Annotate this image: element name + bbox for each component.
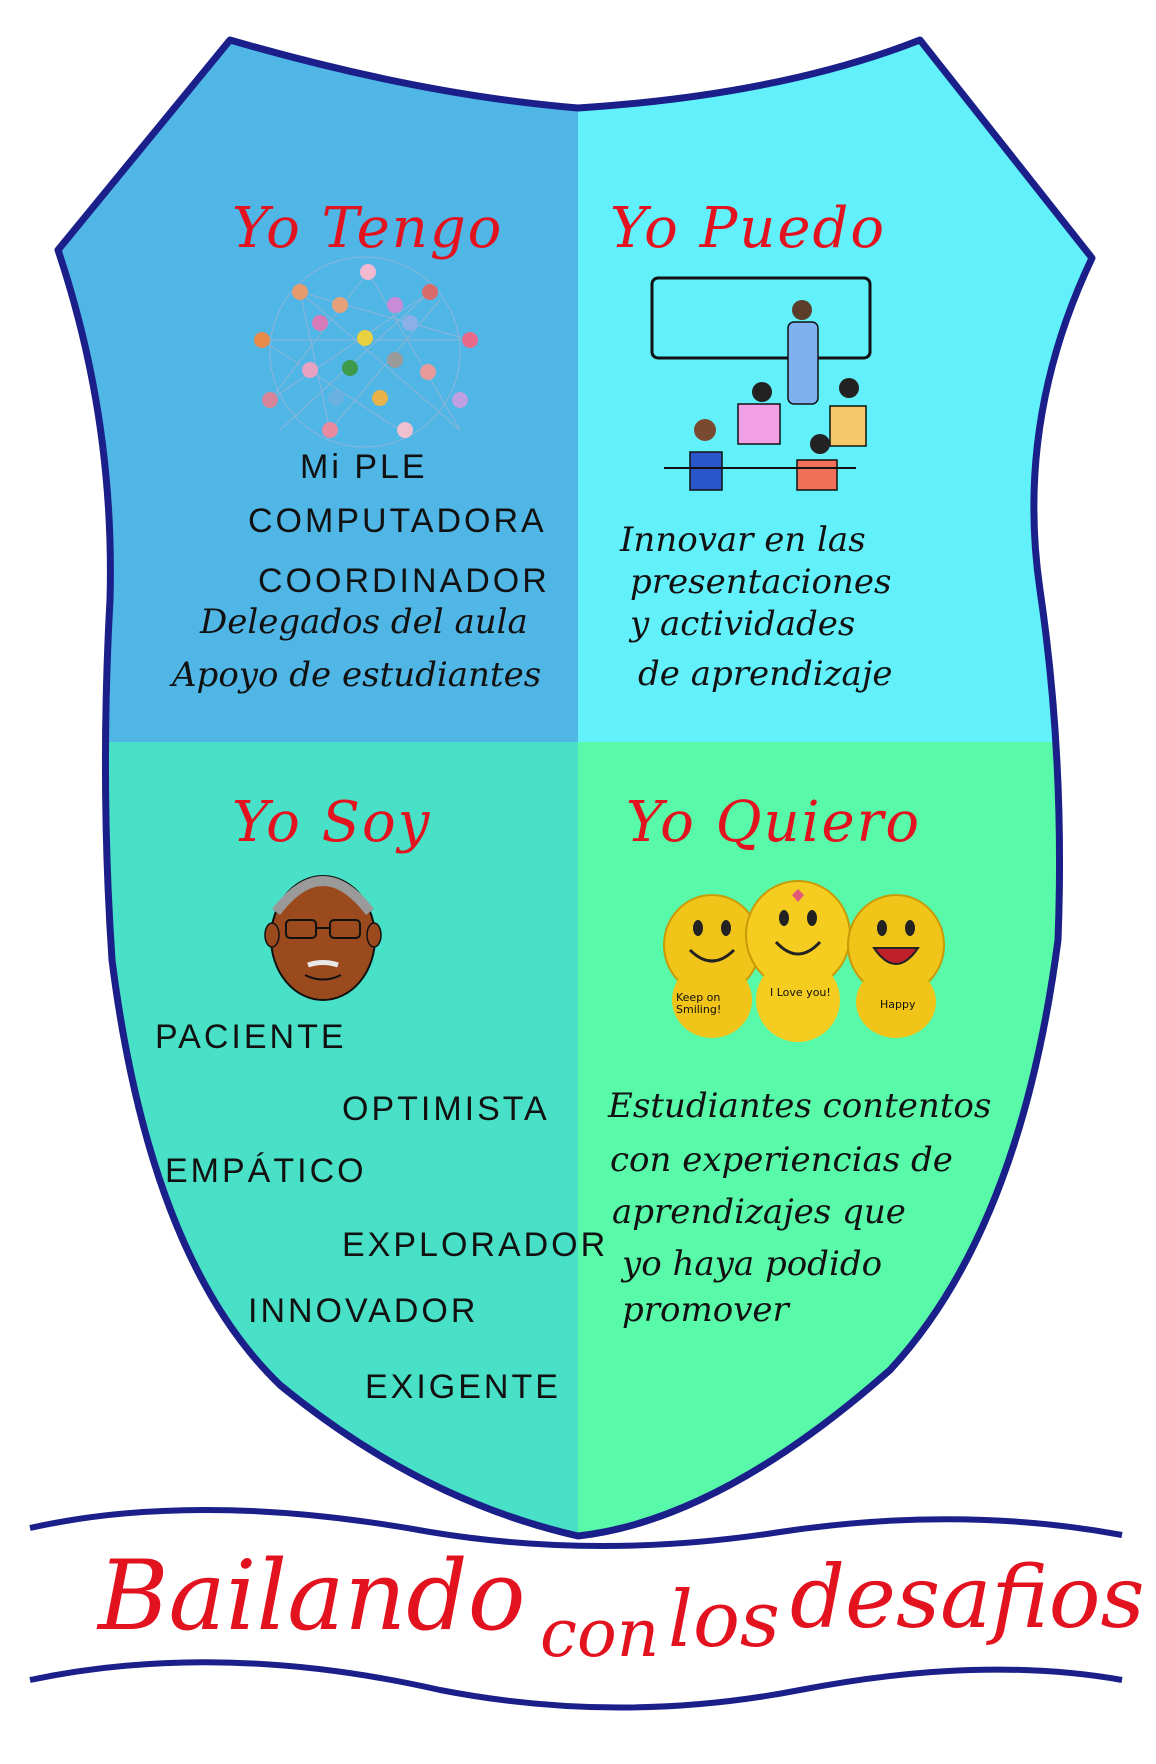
- classroom-icon: [650, 276, 872, 491]
- banner-top-line: [29, 1506, 1123, 1549]
- soy-line-paciente: PACIENTE: [155, 1018, 347, 1056]
- soy-line-explorador: EXPLORADOR: [342, 1226, 609, 1264]
- quiero-line-5: promover: [622, 1290, 789, 1330]
- puedo-line-4: de aprendizaje: [638, 654, 893, 694]
- quiero-line-4: yo haya podido: [622, 1244, 883, 1284]
- banner-word-1: Bailando: [98, 1540, 526, 1652]
- quadrant-puedo-background: [578, 40, 1092, 742]
- puedo-line-2: presentaciones: [630, 562, 892, 602]
- puedo-line-3: y actividades: [630, 604, 856, 644]
- tengo-line-apoyo: Apoyo de estudiantes: [172, 655, 542, 695]
- quadrant-puedo-title: Yo Puedo: [610, 196, 887, 261]
- quadrant-tengo-title: Yo Tengo: [232, 196, 504, 261]
- soy-line-exigente: EXIGENTE: [365, 1368, 561, 1406]
- banner-word-3: los: [668, 1575, 780, 1665]
- banner-word-2: con: [540, 1595, 660, 1672]
- tengo-line-ple: Mi PLE: [300, 448, 428, 486]
- plush-label-2: I Love you!: [770, 986, 831, 999]
- network-icon: [254, 256, 478, 448]
- quadrant-tengo-background: [58, 40, 578, 742]
- quiero-line-2: con experiencias de: [610, 1140, 953, 1180]
- smiley-plush-icon: [663, 880, 945, 1042]
- banner-bottom-line: [29, 1659, 1123, 1711]
- tengo-line-computadora: COMPUTADORA: [248, 502, 547, 540]
- soy-line-optimista: OPTIMISTA: [342, 1090, 550, 1128]
- banner-word-4: desafios: [790, 1548, 1145, 1648]
- quadrant-quiero-title: Yo Quiero: [626, 790, 922, 855]
- shield-outline: [54, 36, 1096, 1540]
- puedo-line-1: Innovar en las: [620, 520, 866, 560]
- soy-line-empatico: EMPÁTICO: [165, 1152, 367, 1190]
- quiero-line-1: Estudiantes contentos: [608, 1086, 992, 1126]
- tengo-line-coordinador: COORDINADOR: [258, 562, 550, 600]
- quadrant-soy-title: Yo Soy: [232, 790, 432, 855]
- plush-label-1: Keep on Smiling!: [676, 991, 722, 1016]
- quiero-line-3: aprendizajes que: [612, 1192, 906, 1232]
- tengo-line-delegados: Delegados del aula: [200, 602, 528, 642]
- plush-label-3: Happy: [880, 998, 916, 1011]
- soy-line-innovador: INNOVADOR: [248, 1292, 479, 1330]
- portrait-face-icon: [264, 875, 382, 1001]
